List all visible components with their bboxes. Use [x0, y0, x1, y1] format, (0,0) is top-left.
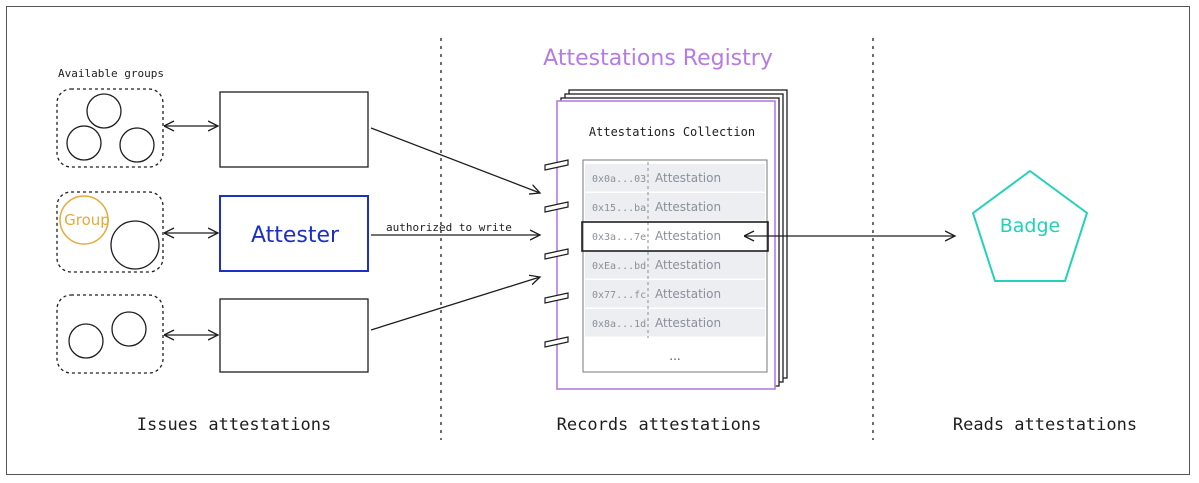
binder-ring	[544, 248, 569, 260]
collection-title: Attestations Collection	[589, 125, 755, 139]
collection-row: 0x77...fc Attestation	[585, 280, 765, 308]
binder-ring	[544, 201, 569, 213]
collection-row-bg	[585, 280, 765, 308]
collection-row-id: 0x77...fc	[592, 290, 646, 301]
collection-ellipsis: ...	[669, 349, 680, 363]
group-box-3	[56, 294, 164, 374]
collection-row-value: Attestation	[655, 316, 721, 330]
attester-registry-arrow-1	[370, 127, 540, 193]
collection-row-id: 0xEa...bd	[592, 261, 646, 272]
collection-row: 0x8a...1d Attestation	[585, 309, 765, 337]
attester-registry-arrow-3	[370, 277, 540, 331]
group-circle	[111, 311, 147, 347]
collection-row-id: 0x0a...03	[592, 174, 646, 185]
badge-label: Badge	[1000, 215, 1061, 237]
group-circle-highlighted	[59, 195, 109, 245]
collection-row-bg	[585, 193, 765, 221]
collection-row: 0x3a...7e Attestation	[585, 222, 765, 250]
collection-row-id: 0x3a...7e	[592, 232, 646, 243]
group-label: Group	[64, 211, 110, 229]
collection-row: 0x0a...03 Attestation	[585, 164, 765, 192]
records-caption: Records attestations	[557, 415, 762, 435]
collection-row-value: Attestation	[655, 171, 721, 185]
attester-box-1	[219, 91, 369, 168]
collection-row-bg	[585, 251, 765, 279]
collection-row-value: Attestation	[655, 258, 721, 272]
collection-row-bg	[585, 309, 765, 337]
attester-box-main	[219, 195, 369, 272]
binder-rings	[544, 159, 569, 348]
collection-row-value: Attestation	[655, 287, 721, 301]
diagram-frame	[6, 6, 1190, 475]
reads-caption: Reads attestations	[953, 415, 1137, 435]
authorized-label: authorized to write	[386, 221, 512, 234]
group-circle	[119, 127, 155, 163]
collection-row-id: 0x15...ba	[592, 203, 646, 214]
registry-title: Attestations Registry	[543, 46, 773, 71]
group-circle	[68, 323, 104, 359]
collection-row-bg	[585, 164, 765, 192]
collection-row: 0xEa...bd Attestation	[585, 251, 765, 279]
group-box-1	[56, 88, 164, 168]
issues-caption: Issues attestations	[137, 415, 331, 435]
attester-label: Attester	[251, 223, 340, 248]
group-circle	[66, 125, 102, 161]
collection-row-id: 0x8a...1d	[592, 319, 646, 330]
collection-row-value: Attestation	[655, 229, 721, 243]
collection-row-bg	[585, 222, 765, 250]
group-box-2	[56, 191, 164, 273]
collection-row: 0x15...ba Attestation	[585, 193, 765, 221]
group-circle	[86, 93, 122, 129]
binder-ring	[544, 336, 569, 348]
badge-shape	[972, 170, 1088, 282]
attester-box-3	[219, 298, 369, 373]
collection-row-value: Attestation	[655, 200, 721, 214]
available-groups-label: Available groups	[58, 67, 164, 80]
group-circle	[110, 220, 160, 270]
binder-ring	[544, 292, 569, 304]
binder-ring	[544, 159, 569, 171]
